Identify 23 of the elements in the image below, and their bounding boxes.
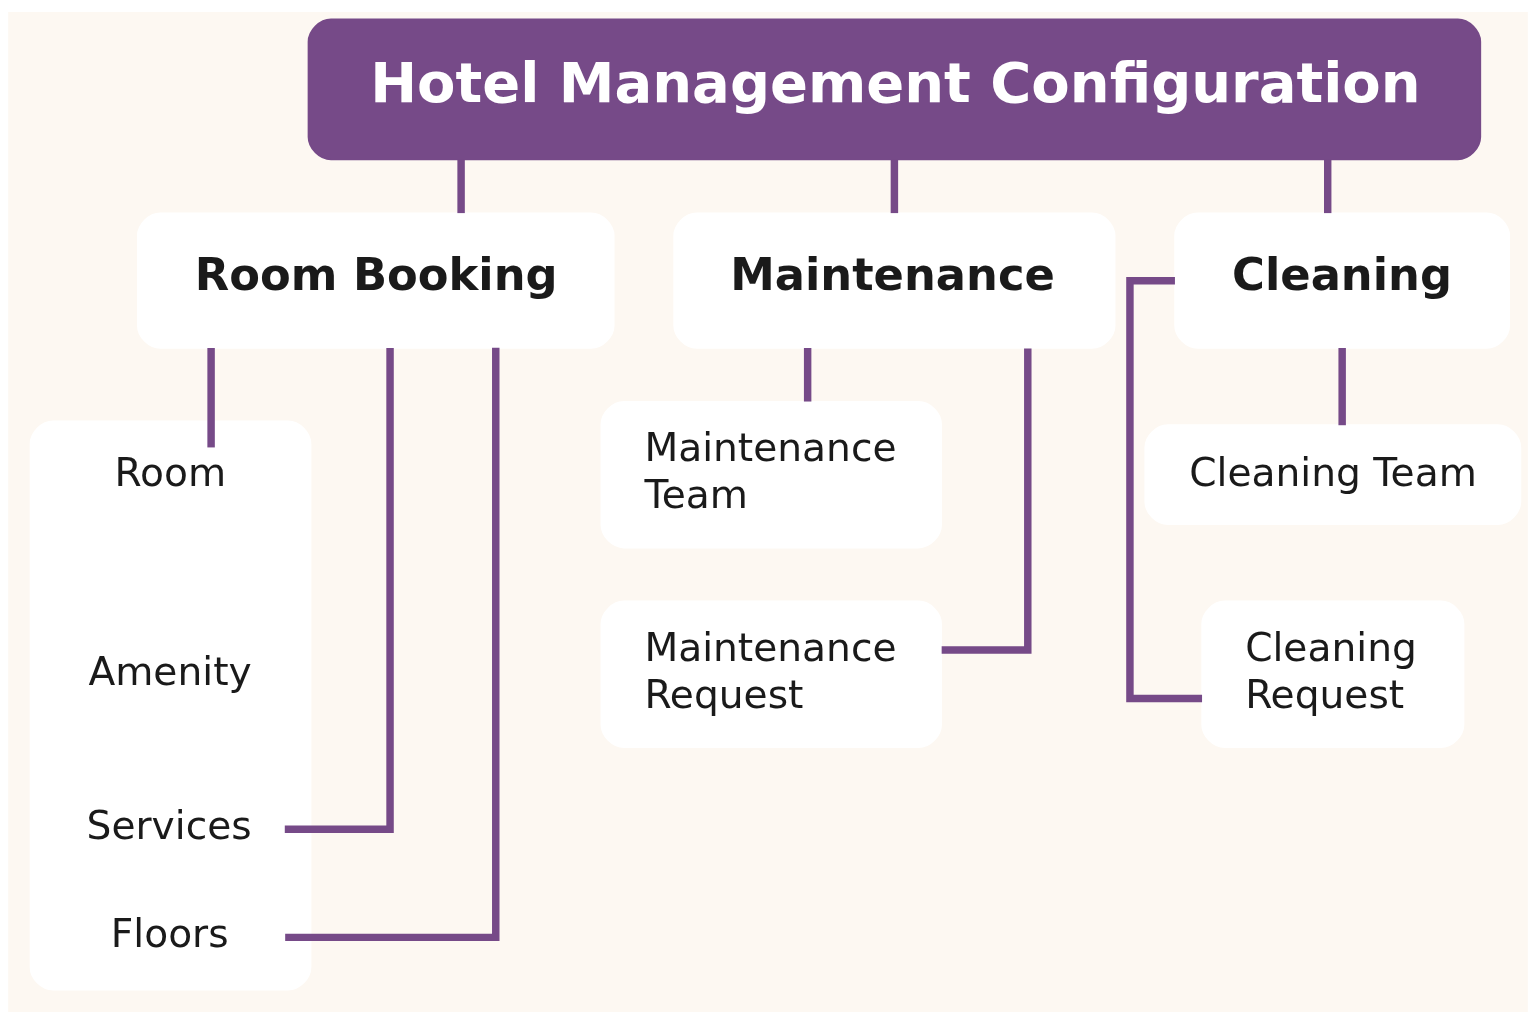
connector (284, 347, 394, 833)
node-text: Amenity (88, 649, 252, 695)
connector (207, 347, 215, 448)
connector (803, 347, 812, 402)
node-text: Services (86, 803, 252, 849)
connector (1338, 347, 1346, 426)
node-box: Hotel Management Configuration (307, 18, 1482, 161)
connector (457, 159, 465, 214)
node-box: Room Booking (136, 212, 615, 349)
node-box: Maintenance Team (600, 401, 942, 549)
node-box: Cleaning (1174, 212, 1511, 349)
connector (1323, 159, 1332, 214)
node-text: Room (114, 449, 227, 495)
connector (1126, 276, 1203, 703)
connector (285, 347, 500, 942)
connector (890, 159, 899, 214)
node-box: Maintenance (673, 212, 1116, 349)
connector (941, 348, 1032, 654)
cluster (29, 420, 312, 991)
node-box: Cleaning Team (1144, 424, 1522, 526)
node-box: Cleaning Request (1201, 600, 1465, 748)
node-box: Maintenance Request (600, 600, 942, 748)
node-text: Floors (110, 911, 229, 957)
